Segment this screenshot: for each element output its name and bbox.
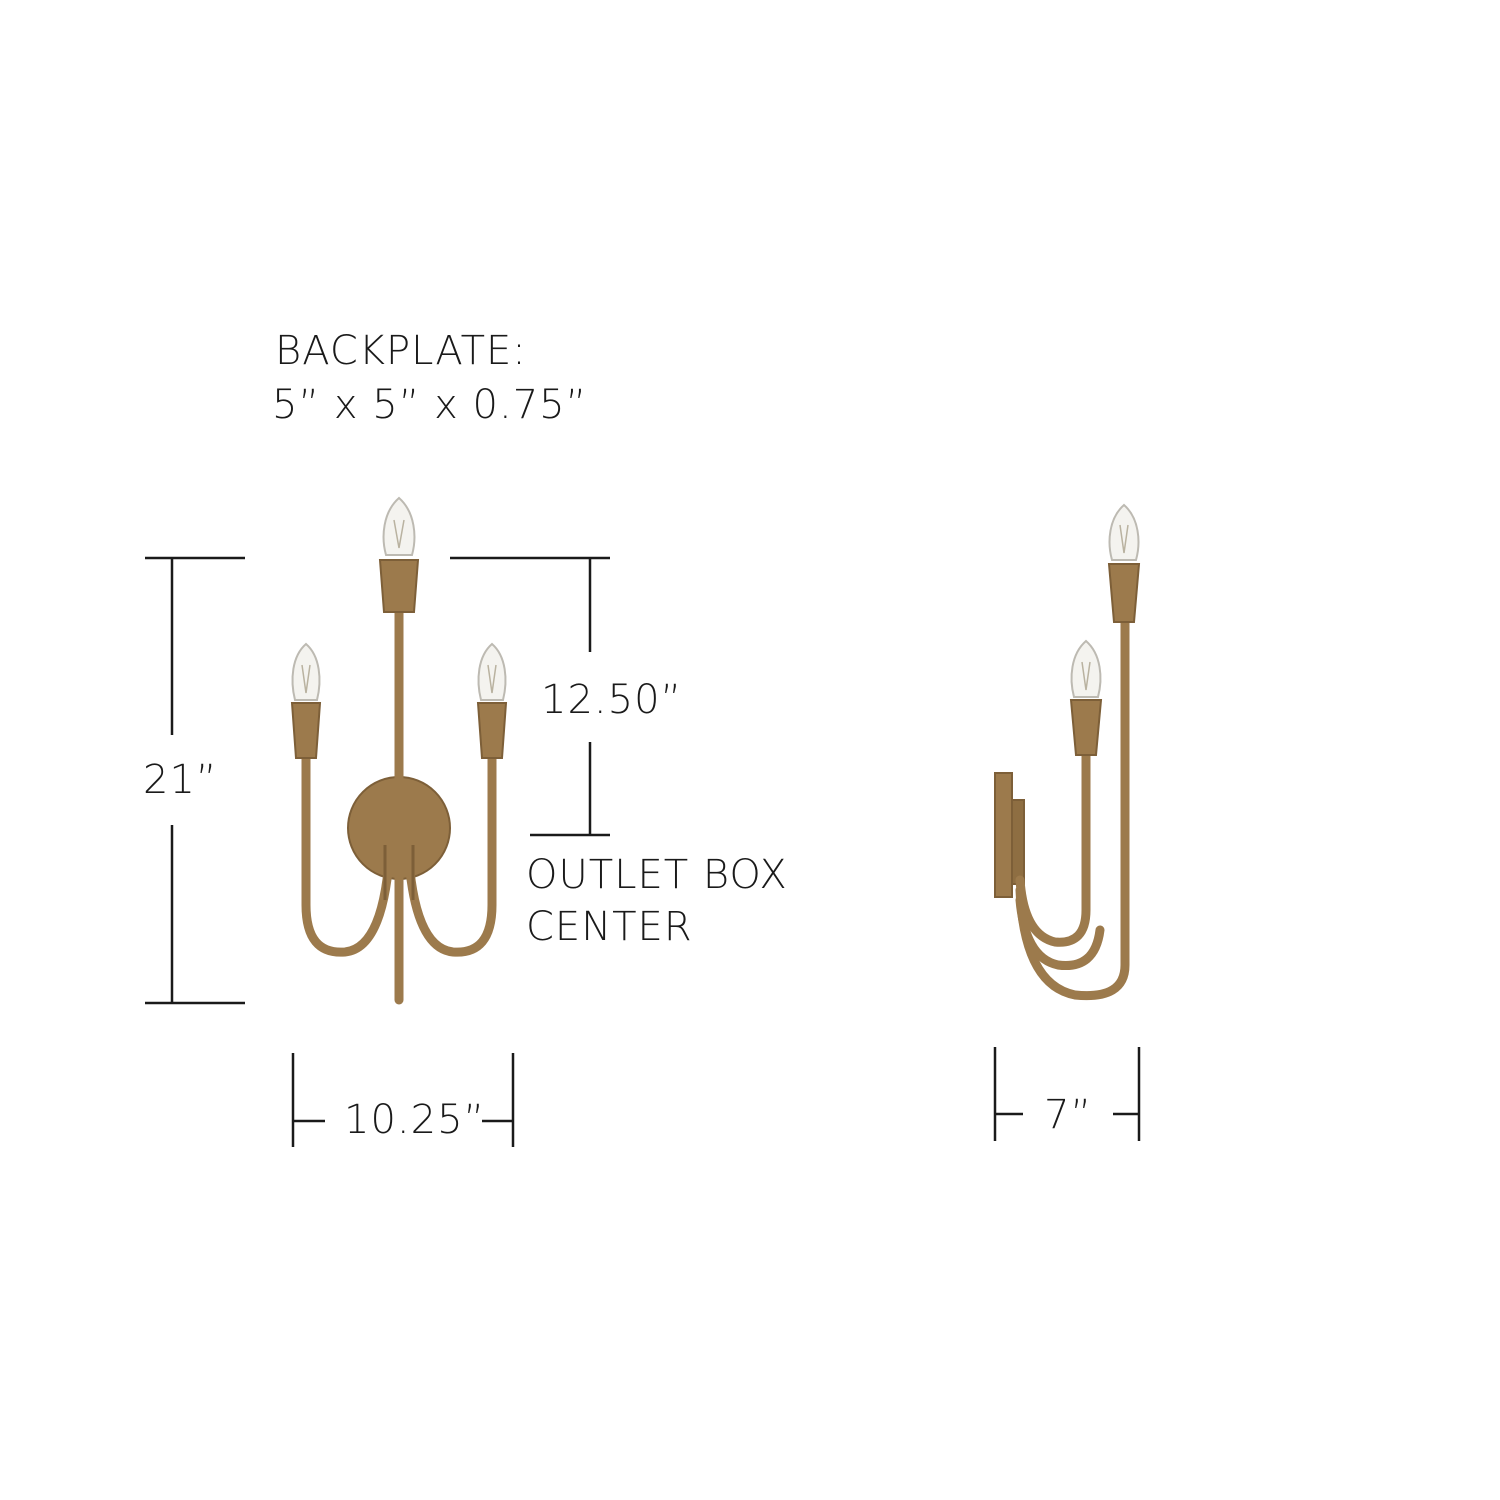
side-lower-bulb-filament (1081, 661, 1091, 691)
center-bulb-filament (393, 519, 405, 549)
left-candle-cup (290, 702, 322, 759)
front-view-fixture (290, 496, 508, 1005)
side-backplate (994, 772, 1013, 898)
backplate-title: BACKPLATE: (275, 328, 527, 374)
center-candle-cup (378, 559, 420, 613)
side-backplate-mount (1011, 799, 1025, 885)
right-candle-cup (476, 702, 508, 759)
left-bulb-filament (301, 664, 311, 694)
height-dimension (145, 556, 245, 1005)
right-bulb-filament (487, 664, 497, 694)
side-lower-bulb (1070, 639, 1102, 698)
width-label: 10.25” (344, 1097, 486, 1143)
backplate-dimensions: 5” x 5” x 0.75” (272, 382, 588, 428)
left-bulb (291, 642, 321, 701)
center-bulb (382, 496, 416, 556)
side-short-arm (1015, 750, 1091, 947)
right-bulb (477, 642, 507, 701)
side-middle-arm (1015, 895, 1105, 971)
side-view-fixture (994, 503, 1141, 1001)
outlet-height-label: 12.50” (541, 677, 683, 723)
side-top-candle-cup (1107, 563, 1141, 623)
side-top-bulb (1108, 503, 1140, 561)
outlet-label-line1: OUTLET BOX (526, 852, 788, 898)
depth-label: 7” (1044, 1092, 1093, 1138)
side-lower-candle-cup (1069, 699, 1103, 756)
width-dimension (291, 1053, 515, 1147)
outlet-label-line2: CENTER (526, 904, 693, 950)
side-top-bulb-filament (1119, 524, 1129, 554)
outlet-height-dimension (450, 556, 610, 837)
depth-dimension (993, 1047, 1141, 1141)
height-label: 21” (143, 757, 218, 803)
